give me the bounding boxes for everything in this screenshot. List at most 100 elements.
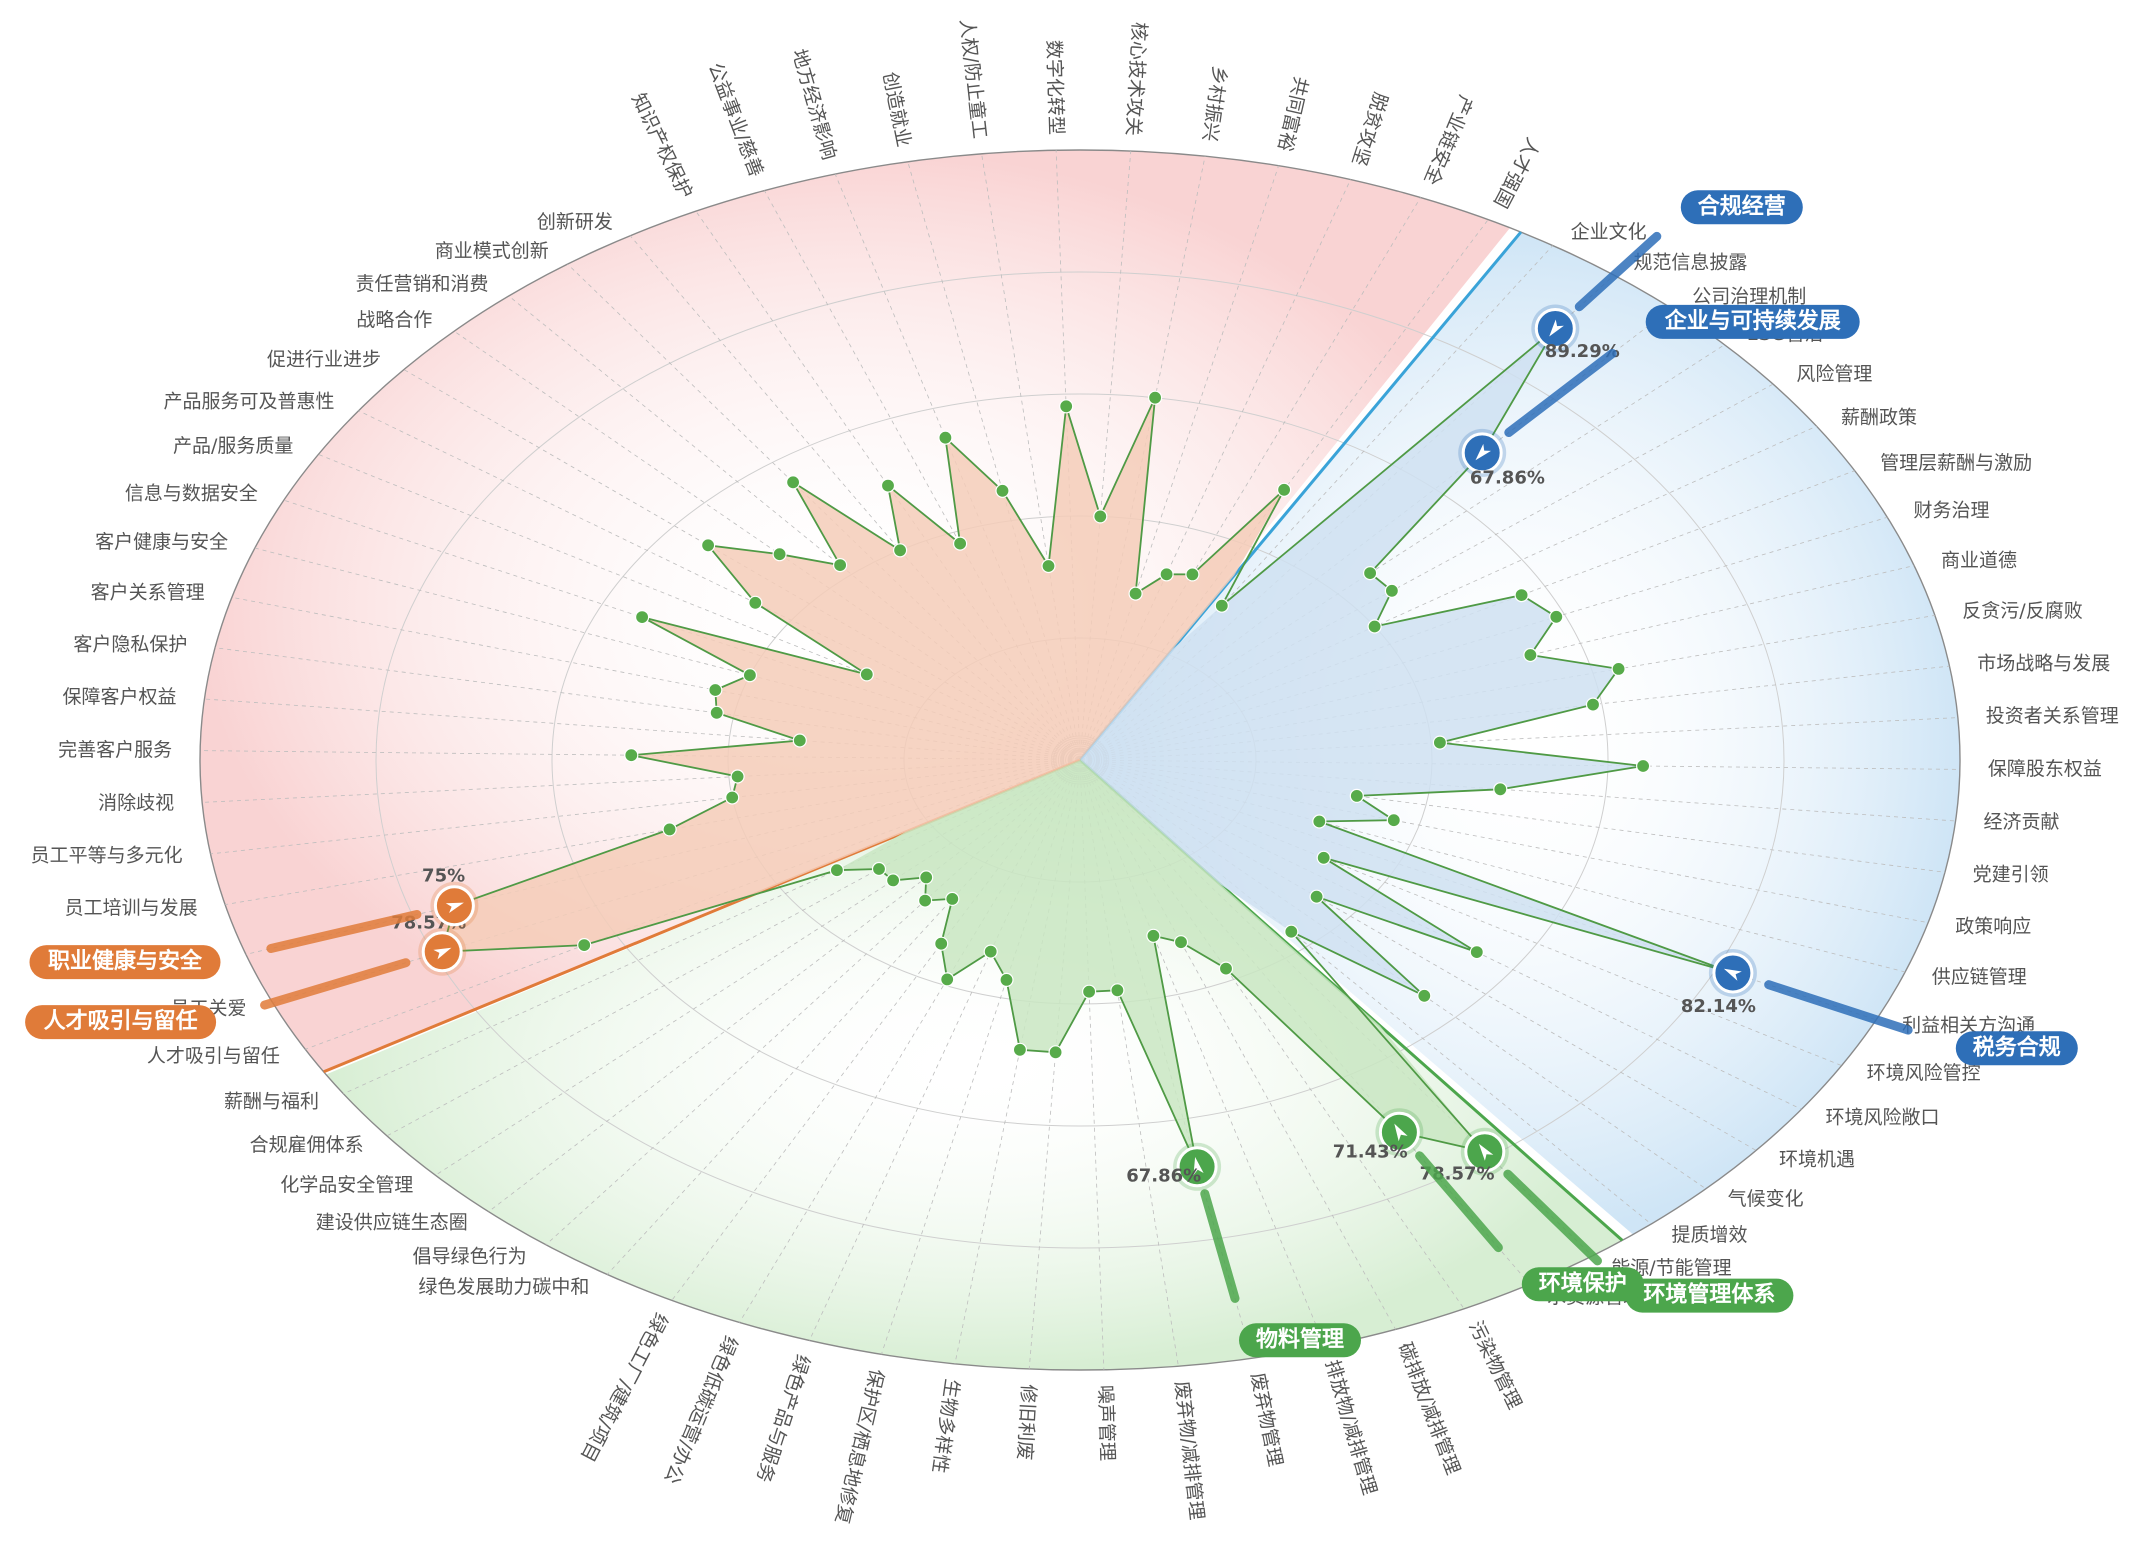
callout-pill-1	[1645, 304, 1860, 339]
data-point-31	[1048, 1045, 1063, 1060]
axis-label-22: 提质增效	[1672, 1224, 1748, 1246]
data-point-38	[917, 893, 933, 908]
data-point-13	[1493, 782, 1508, 797]
axis-label-5: 薪酬政策	[1841, 406, 1917, 428]
callout-bar-6	[260, 958, 411, 1010]
data-point-56	[748, 595, 763, 610]
axis-label-52: 客户关系管理	[91, 582, 205, 604]
spoke-72	[1079, 197, 1421, 761]
data-point-18	[1316, 850, 1331, 865]
data-point-7	[1549, 609, 1564, 624]
axis-label-0: 企业文化	[1571, 221, 1647, 243]
outer-ring	[199, 149, 1961, 1371]
axis-label-13: 经济贡献	[1984, 811, 2060, 833]
data-point-8	[1523, 647, 1538, 663]
data-point-37	[945, 891, 960, 907]
axis-label-31: 修旧利废	[1013, 1384, 1039, 1461]
area-environment	[836, 760, 1485, 1167]
axis-label-30: 噪声管理	[1094, 1385, 1118, 1462]
arrow-icon	[1394, 1123, 1408, 1142]
callouts: 89.29%合规经营67.86%企业与可持续发展82.14%税务合规78.57%…	[25, 190, 2078, 1358]
axis-label-50: 保障客户权益	[62, 686, 176, 708]
axis-label-43: 人才吸引与留任	[147, 1045, 280, 1067]
spoke-29	[1079, 759, 1179, 1367]
spoke-53	[254, 547, 1081, 761]
spoke-5	[1079, 425, 1817, 761]
spoke-56	[358, 410, 1081, 761]
data-point-10	[1585, 697, 1601, 712]
data-point-21	[1417, 988, 1432, 1003]
callout-bar-5	[1200, 1189, 1240, 1303]
data-point-29	[1110, 983, 1125, 998]
axis-label-46: 员工培训与发展	[65, 897, 198, 919]
data-point-30	[1081, 984, 1097, 999]
spoke-16	[1079, 759, 1906, 973]
axis-label-28: 废弃物管理	[1246, 1371, 1286, 1468]
data-point-46	[662, 822, 677, 837]
callout-pill-3	[1625, 1278, 1794, 1313]
axis-label-62: 知识产权保护	[627, 90, 697, 202]
data-point-55	[859, 667, 874, 682]
data-point-6	[1514, 587, 1529, 603]
data-point-60	[785, 475, 801, 490]
arrow-icon	[445, 902, 464, 913]
callout-pill-0	[1680, 190, 1803, 225]
axis-label-11: 投资者关系管理	[1986, 705, 2119, 727]
data-point-61	[892, 543, 908, 558]
data-point-14	[1349, 788, 1364, 804]
axis-label-72: 产业链安全	[1419, 92, 1476, 188]
axis-label-21: 气候变化	[1728, 1188, 1804, 1210]
axis-label-39: 建设供应链生态圈	[316, 1212, 468, 1234]
axis-label-40: 化学品安全管理	[280, 1174, 413, 1196]
arrow-icon	[1478, 1143, 1494, 1161]
callout-4: 71.43%环境保护	[1333, 1108, 1644, 1302]
axis-label-18: 环境风险管控	[1867, 1062, 1981, 1084]
grid-ring-3	[375, 271, 1785, 1249]
data-point-40	[885, 873, 901, 888]
axis-label-37: 绿色发展助力碳中和	[418, 1276, 589, 1298]
data-point-43	[577, 937, 592, 953]
data-point-73	[1276, 482, 1292, 497]
data-point-39	[919, 870, 934, 885]
axis-label-68: 核心技术攻关	[1122, 21, 1151, 136]
axis-label-20: 环境机遇	[1779, 1149, 1855, 1171]
data-point-27	[1146, 928, 1161, 943]
axis-label-70: 共同富裕	[1273, 74, 1312, 153]
data-point-34	[983, 944, 998, 959]
data-point-53	[742, 668, 758, 683]
callout-3: 78.57%环境管理体系	[1420, 1127, 1794, 1313]
spoke-8	[1079, 565, 1915, 761]
axis-label-38: 倡导绿色行为	[413, 1245, 527, 1267]
grid-ring-2	[551, 393, 1609, 1127]
axis-label-64: 地方经济影响	[787, 47, 840, 163]
axis-label-33: 保护区/栖息地修复	[831, 1367, 888, 1526]
data-point-70	[1128, 586, 1143, 601]
data-point-52	[708, 682, 723, 698]
axis-label-6: 管理层薪酬与激励	[1880, 452, 2032, 474]
spoke-42	[343, 759, 1081, 1095]
axis-label-19: 环境风险敞口	[1826, 1107, 1940, 1129]
callout-bar-2	[1764, 980, 1913, 1035]
axis-label-10: 市场战略与发展	[1977, 652, 2110, 674]
sector-environment	[326, 760, 1623, 1370]
arrow-icon	[1723, 968, 1742, 981]
spoke-68	[1079, 150, 1132, 761]
axis-label-65: 创造就业	[878, 70, 914, 149]
data-point-68	[1093, 509, 1108, 524]
data-point-16	[1312, 814, 1327, 829]
data-point-4	[1384, 583, 1400, 598]
data-point-47	[725, 790, 740, 805]
data-point-51	[709, 705, 724, 720]
axis-label-42: 薪酬与福利	[224, 1091, 319, 1113]
spoke-66	[981, 153, 1081, 761]
axis-label-15: 政策响应	[1955, 915, 2031, 937]
data-point-26	[1173, 935, 1189, 950]
axis-label-29: 废弃物/减排管理	[1170, 1380, 1207, 1521]
callout-pill-5	[1239, 1323, 1361, 1358]
callout-1: 67.86%企业与可持续发展	[1458, 304, 1860, 489]
axis-label-9: 反贪污/反腐败	[1962, 600, 2082, 622]
callout-label-4: 环境保护	[1539, 1270, 1627, 1296]
callout-label-0: 合规经营	[1698, 193, 1786, 219]
callout-percent-2: 82.14%	[1681, 996, 1756, 1017]
